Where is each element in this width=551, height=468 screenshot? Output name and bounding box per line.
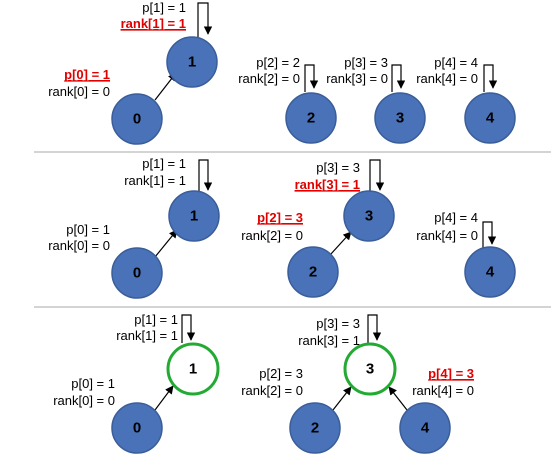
label-p2: p[2] = 2 xyxy=(256,55,300,70)
self-loop-1 xyxy=(198,159,213,193)
node-3-label: 3 xyxy=(365,208,373,225)
label-rank0: rank[0] = 0 xyxy=(53,393,115,408)
label-rank0: rank[0] = 0 xyxy=(48,238,110,253)
edge-2-to-3 xyxy=(329,231,352,256)
node-1-label: 1 xyxy=(189,361,197,378)
self-loop-2 xyxy=(304,64,319,92)
label-rank1-highlight: rank[1] = 1 xyxy=(121,16,186,31)
label-rank3-highlight: rank[3] = 1 xyxy=(295,177,360,192)
label-p0: p[0] = 1 xyxy=(71,376,115,391)
label-p3: p[3] = 3 xyxy=(316,316,360,331)
node-1-label: 1 xyxy=(190,208,198,225)
label-rank1: rank[1] = 1 xyxy=(116,328,178,343)
node-0 xyxy=(111,402,163,454)
node-0 xyxy=(111,247,163,299)
label-p1: p[1] = 1 xyxy=(142,0,186,15)
node-4 xyxy=(464,92,516,144)
label-rank0: rank[0] = 0 xyxy=(48,84,110,99)
label-p4: p[4] = 4 xyxy=(434,55,478,70)
node-3-label: 3 xyxy=(396,110,404,127)
label-rank2: rank[2] = 0 xyxy=(241,383,303,398)
node-2 xyxy=(285,92,337,144)
node-3-root xyxy=(343,342,397,396)
label-p4-highlight: p[4] = 3 xyxy=(428,366,474,381)
label-rank4: rank[4] = 0 xyxy=(412,383,474,398)
edge-2-to-3 xyxy=(332,386,352,411)
self-loop-1 xyxy=(197,2,213,37)
node-4 xyxy=(464,246,516,298)
label-p0-highlight: p[0] = 1 xyxy=(64,67,110,82)
label-p2-highlight: p[2] = 3 xyxy=(257,210,303,225)
node-2-label: 2 xyxy=(309,264,317,281)
node-3 xyxy=(374,92,426,144)
node-1 xyxy=(168,190,220,242)
label-rank3: rank[3] = 1 xyxy=(298,333,360,348)
label-p2: p[2] = 3 xyxy=(259,366,303,381)
label-rank3: rank[3] = 0 xyxy=(326,71,388,86)
edge-0-to-1 xyxy=(154,229,178,258)
panel-2: 1 0 3 2 4 p[1] = 1 rank[1] = 1 p[0] = 1 … xyxy=(48,156,516,299)
self-loop-3 xyxy=(367,314,382,343)
node-4 xyxy=(399,402,451,454)
node-0-label: 0 xyxy=(133,420,141,437)
self-loop-1 xyxy=(181,314,196,343)
node-4-label: 4 xyxy=(486,110,495,127)
label-p3: p[3] = 3 xyxy=(316,160,360,175)
node-0 xyxy=(111,93,163,145)
node-4-label: 4 xyxy=(486,264,495,281)
self-loop-4 xyxy=(482,221,497,248)
node-3 xyxy=(343,190,395,242)
node-0-label: 0 xyxy=(133,265,141,282)
label-rank2: rank[2] = 0 xyxy=(238,71,300,86)
node-0-label: 0 xyxy=(133,111,141,128)
label-p4: p[4] = 4 xyxy=(434,210,478,225)
panel-3: 1 0 3 2 4 p[1] = 1 rank[1] = 1 p[0] = 1 … xyxy=(53,312,474,454)
edge-0-to-1 xyxy=(154,385,174,411)
node-2 xyxy=(287,246,339,298)
panel-1: 1 0 2 3 4 p[1] = 1 rank[1] = 1 p[0] = 1 … xyxy=(48,0,516,145)
label-rank4: rank[4] = 0 xyxy=(416,228,478,243)
node-2 xyxy=(289,402,341,454)
label-rank2: rank[2] = 0 xyxy=(241,228,303,243)
label-p1: p[1] = 1 xyxy=(134,312,178,327)
label-p3: p[3] = 3 xyxy=(344,55,388,70)
node-3-label: 3 xyxy=(366,361,374,378)
label-rank4: rank[4] = 0 xyxy=(416,71,478,86)
self-loop-3 xyxy=(369,159,385,193)
node-1-root xyxy=(166,342,220,396)
label-p1: p[1] = 1 xyxy=(142,156,186,171)
label-p0: p[0] = 1 xyxy=(66,222,110,237)
self-loop-3 xyxy=(391,64,406,92)
label-rank1: rank[1] = 1 xyxy=(124,173,186,188)
edge-4-to-3 xyxy=(388,386,408,411)
node-2-label: 2 xyxy=(311,420,319,437)
node-2-label: 2 xyxy=(307,110,315,127)
self-loop-4 xyxy=(483,64,498,92)
node-1-label: 1 xyxy=(188,54,196,71)
node-1 xyxy=(166,36,218,88)
node-4-label: 4 xyxy=(421,420,430,437)
